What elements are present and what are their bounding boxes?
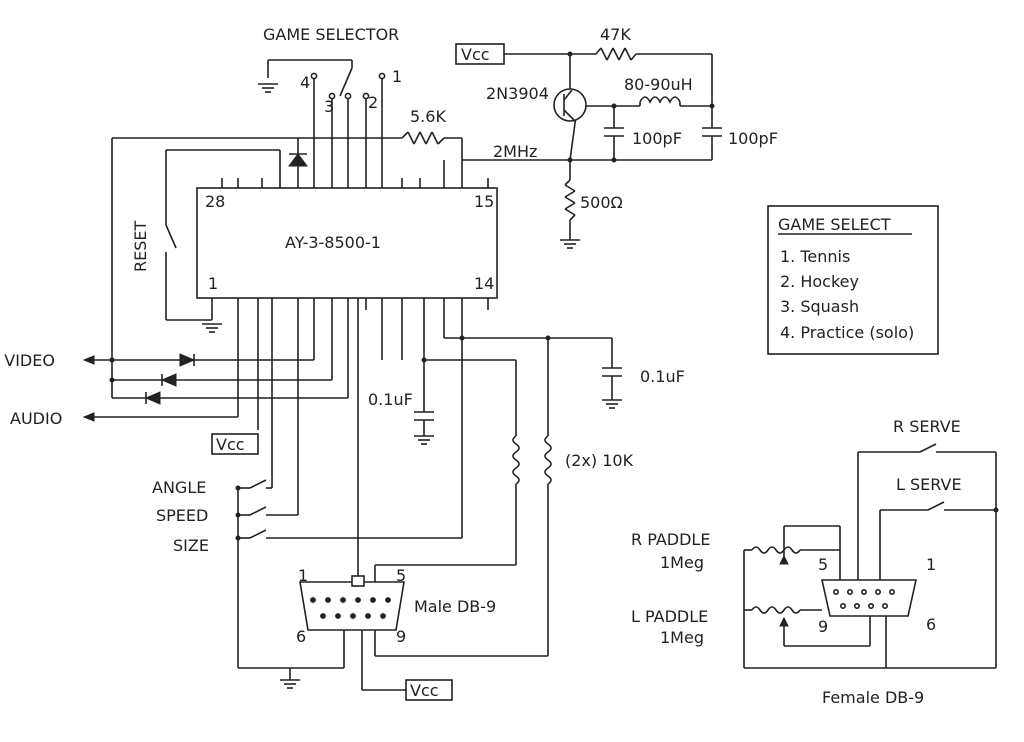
game-select-item-4: 4. Practice (solo) (780, 323, 914, 342)
audio-output-label: AUDIO (10, 409, 62, 428)
inductor-label: 80-90uH (624, 75, 693, 94)
male-db9-pin-6: 6 (296, 627, 306, 646)
reset-circuit: 5.6K RESET (111, 107, 463, 398)
resistor-500-label: 500Ω (580, 193, 623, 212)
ic-chip: AY-3-8500-1 28 15 1 14 (196, 160, 498, 515)
capacitor-100pf-label-2: 100pF (728, 129, 778, 148)
capacitor-01uf-label-2: 0.1uF (640, 367, 685, 386)
video-audio-outputs: C VIDEO AUDIO (0, 351, 348, 428)
game-selector-switch: GAME SELECTOR 4 3 2 1 (258, 25, 402, 170)
vcc-label-bottom: Vcc (410, 681, 439, 700)
l-paddle-value: 1Meg (660, 628, 704, 647)
male-db9-pin-9: 9 (396, 627, 406, 646)
ic-part-number: AY-3-8500-1 (285, 233, 381, 252)
size-label: SIZE (173, 536, 209, 555)
male-db9-label: Male DB-9 (414, 597, 496, 616)
female-db9-pin-9: 9 (818, 617, 828, 636)
capacitor-01uf-label-1: 0.1uF (368, 390, 413, 409)
male-db9-pin-1: 1 (298, 566, 308, 585)
video-output-label: C VIDEO (0, 351, 55, 370)
game-select-legend: GAME SELECT 1. Tennis 2. Hockey 3. Squas… (767, 205, 939, 355)
game-select-item-1: 1. Tennis (780, 247, 850, 266)
angle-label: ANGLE (152, 478, 206, 497)
female-db9-controller: R SERVE L SERVE (631, 417, 999, 707)
selector-pos-3: 3 (324, 97, 334, 116)
r-serve-label: R SERVE (893, 417, 961, 436)
female-db9-pin-6: 6 (926, 615, 936, 634)
ic-pin-14: 14 (474, 274, 494, 293)
male-db9-connector: Vcc 1 5 6 9 Male DB-9 (238, 298, 548, 701)
l-paddle-label: L PADDLE (631, 607, 708, 626)
game-select-item-3: 3. Squash (780, 297, 859, 316)
ic-pin-28: 28 (205, 192, 225, 211)
capacitor-100pf-label-1: 100pF (632, 129, 682, 148)
reset-label: RESET (131, 221, 150, 272)
ic-pin-1: 1 (208, 274, 218, 293)
r-paddle-value: 1Meg (660, 553, 704, 572)
l-serve-label: L SERVE (896, 475, 962, 494)
capacitors-resistors: 0.1uF 0.1uF (2x) 10K (368, 335, 685, 656)
resistor-10k-label: (2x) 10K (565, 451, 634, 470)
female-db9-pin-5: 5 (818, 555, 828, 574)
game-selector-label: GAME SELECTOR (263, 25, 399, 44)
game-select-item-2: 2. Hockey (780, 272, 859, 291)
female-db9-pin-1: 1 (926, 555, 936, 574)
resistor-5k6-label: 5.6K (410, 107, 446, 126)
ic-pin-15: 15 (474, 192, 494, 211)
selector-pos-1: 1 (392, 67, 402, 86)
osc-vcc-label: Vcc (461, 45, 490, 64)
oscillator-circuit: Vcc (455, 25, 778, 249)
resistor-47k-label: 47K (600, 25, 631, 44)
vcc-label-lower: Vcc (216, 435, 245, 454)
r-paddle-label: R PADDLE (631, 530, 710, 549)
female-db9-label: Female DB-9 (822, 688, 924, 707)
male-db9-pin-5: 5 (396, 566, 406, 585)
selector-pos-2: 2 (368, 93, 378, 112)
selector-pos-4: 4 (300, 73, 310, 92)
transistor-label: 2N3904 (486, 84, 549, 103)
frequency-label: 2MHz (493, 142, 537, 161)
speed-label: SPEED (156, 506, 208, 525)
option-switches: Vcc ANGLE SPEED SIZE (152, 433, 462, 668)
game-select-title: GAME SELECT (778, 215, 891, 234)
